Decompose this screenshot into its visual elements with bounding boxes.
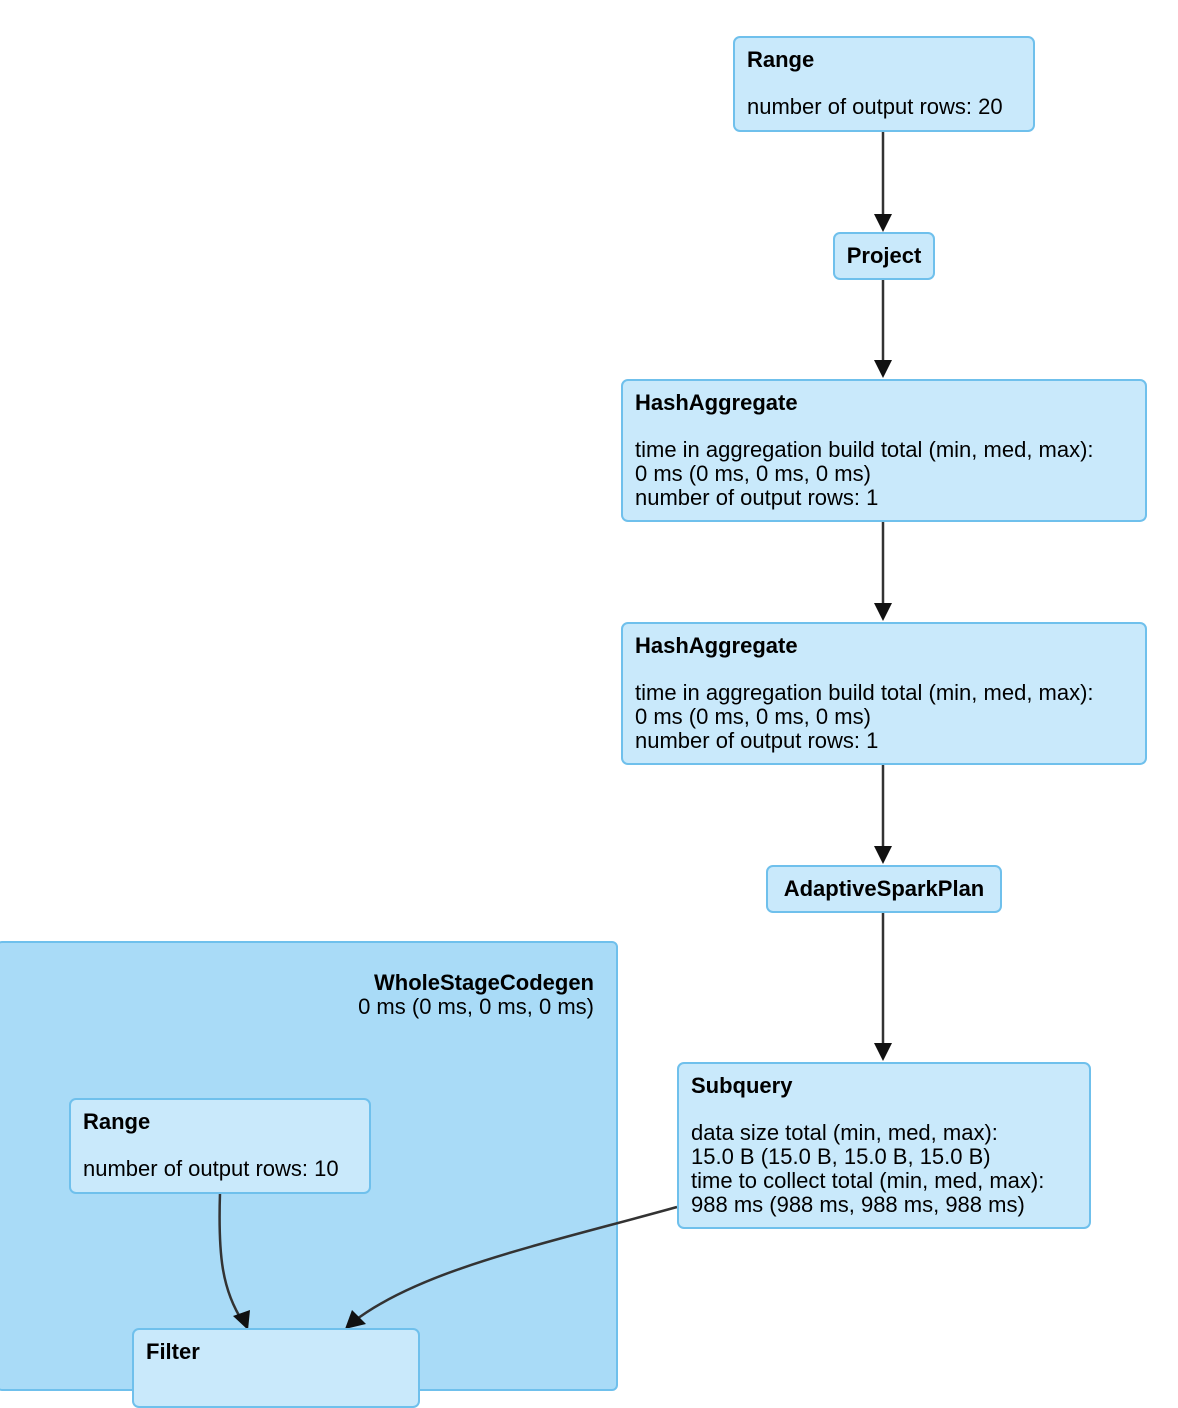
cluster-name: WholeStageCodegen [373,970,594,995]
hash-aggregate-node-1[interactable]: HashAggregate time in aggregation build … [621,379,1147,522]
metric-line: 0 ms (0 ms, 0 ms, 0 ms) [635,461,871,486]
node-metrics: data size total (min, med, max): 15.0 B … [691,1121,1077,1217]
node-title: HashAggregate [635,633,798,658]
arrowhead-adaptive [874,846,892,864]
metric-line: 988 ms (988 ms, 988 ms, 988 ms) [691,1192,1025,1217]
metric-line: number of output rows: 1 [635,485,879,510]
arrowhead-hashagg-1 [874,360,892,378]
node-title: AdaptiveSparkPlan [783,876,985,901]
cluster-metric: 0 ms (0 ms, 0 ms, 0 ms) [358,994,594,1019]
node-title: Project [846,243,922,268]
arrowhead-hashagg-2 [874,603,892,621]
metric-line: time in aggregation build total (min, me… [635,437,1094,462]
range-node-top[interactable]: Range number of output rows: 20 [733,36,1035,132]
arrowhead-project [874,214,892,232]
node-title: Filter [146,1339,200,1364]
node-metrics: time in aggregation build total (min, me… [635,681,1133,753]
hash-aggregate-node-2[interactable]: HashAggregate time in aggregation build … [621,622,1147,765]
metric-line: data size total (min, med, max): [691,1120,998,1145]
metric-line: time in aggregation build total (min, me… [635,680,1094,705]
node-metrics: time in aggregation build total (min, me… [635,438,1133,510]
range-node-inner[interactable]: Range number of output rows: 10 [69,1098,371,1194]
node-metrics: number of output rows: 20 [747,95,1021,119]
metric-line: time to collect total (min, med, max): [691,1168,1045,1193]
node-title: HashAggregate [635,390,798,415]
metric-line: number of output rows: 1 [635,728,879,753]
adaptive-spark-plan-node[interactable]: AdaptiveSparkPlan [766,865,1002,913]
node-title: Range [83,1109,151,1134]
metric-line: 15.0 B (15.0 B, 15.0 B, 15.0 B) [691,1144,991,1169]
metric-line: 0 ms (0 ms, 0 ms, 0 ms) [635,704,871,729]
arrowhead-subquery [874,1043,892,1061]
subquery-node[interactable]: Subquery data size total (min, med, max)… [677,1062,1091,1229]
node-title: Range [747,47,815,72]
cluster-title: WholeStageCodegen 0 ms (0 ms, 0 ms, 0 ms… [358,971,594,1019]
metric-line: number of output rows: 20 [747,94,1003,119]
node-title: Subquery [691,1073,793,1098]
project-node[interactable]: Project [833,232,935,280]
metric-line: number of output rows: 10 [83,1156,339,1181]
node-metrics: number of output rows: 10 [83,1157,357,1181]
filter-node[interactable]: Filter [132,1328,420,1408]
